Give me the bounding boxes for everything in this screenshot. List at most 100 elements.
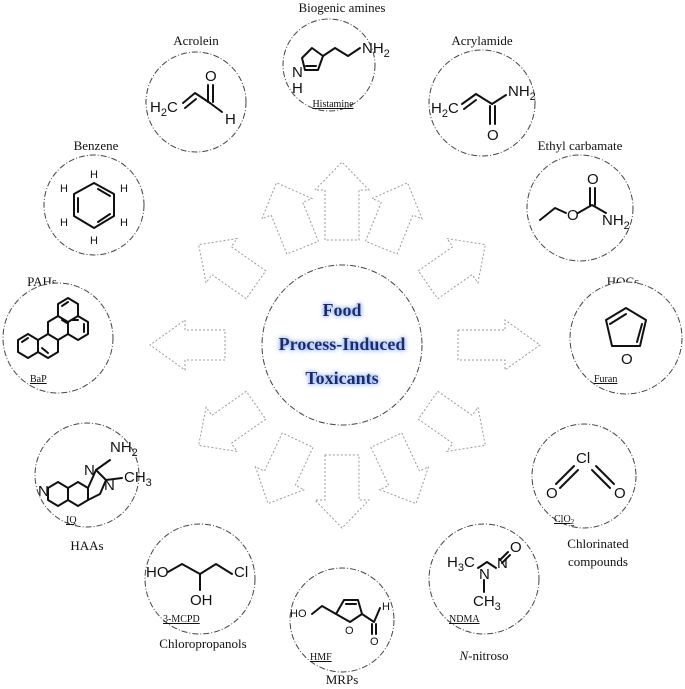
atom-oh: OH [190, 592, 213, 609]
node-pahs: PAHs BaP [2, 274, 114, 394]
node-circle [526, 154, 634, 262]
atom-n2: N [497, 555, 508, 572]
atom-ho: HO [290, 608, 307, 620]
benzene-structure: H H H H H H [60, 169, 128, 247]
class-label: Ethyl carbamate [538, 138, 623, 153]
atom-o2: O [614, 485, 626, 502]
class-label: N-nitroso [458, 648, 508, 663]
atom-nh2: NH2 [362, 40, 390, 60]
node-circle [289, 567, 395, 673]
example-label: NDMA [449, 614, 480, 625]
node-circle [569, 281, 683, 395]
example-label: IQ [66, 515, 77, 526]
center-title-line3: Toxicants [305, 368, 378, 388]
atom-h-lr: H [120, 217, 128, 229]
atom-ho: HO [146, 564, 169, 581]
center-title-line1: Food [322, 300, 361, 320]
atom-h-top: H [90, 169, 98, 181]
atom-o: O [487, 127, 499, 144]
atom-cl: Cl [576, 450, 590, 467]
example-label: Histamine [312, 99, 354, 110]
center-circle [261, 264, 423, 426]
node-haas: NH2 N N N CH3 IQ HAAs [34, 422, 152, 553]
atom-nh2: NH2 [602, 212, 630, 232]
atom-h: H [292, 80, 303, 97]
atom-cl: Cl [234, 564, 248, 581]
atom-o: O [621, 351, 633, 368]
node-ethyl-carbamate: Ethyl carbamate O O NH2 [526, 138, 634, 262]
atom-ch3: CH3 [124, 469, 152, 489]
atom-n1: N [84, 462, 95, 479]
arrow-down-left-1 [370, 432, 430, 505]
atom-h: H [382, 601, 390, 613]
node-acrolein: Acrolein H2C O H [145, 33, 247, 153]
center-title-line2: Process-Induced [279, 334, 406, 354]
class-label: HAAs [70, 538, 103, 553]
node-biogenic-amines: Biogenic amines NH2 N H Histamine [282, 0, 390, 112]
class-label-line1: Chlorinated [567, 536, 629, 551]
atom-n3: N [38, 483, 49, 500]
atom-o1: O [546, 485, 558, 502]
arrow-up-left-2 [417, 237, 486, 300]
arrows [149, 161, 541, 529]
furan-structure: O [605, 307, 647, 368]
acrylamide-structure: H2C NH2 O [431, 83, 536, 144]
node-benzene: Benzene H H H H H H [43, 138, 145, 256]
atom-h-ur: H [120, 183, 128, 195]
atom-n: N [292, 64, 303, 81]
arrow-up-right-2 [198, 237, 267, 300]
example-label: 3-MCPD [163, 614, 200, 625]
node-circle [282, 18, 376, 112]
node-circle [43, 154, 145, 256]
class-label: Biogenic amines [298, 0, 385, 15]
atom-h-bottom: H [90, 235, 98, 247]
atom-o: O [205, 68, 217, 85]
atom-o2: O [587, 171, 599, 188]
atom-o-ald: O [370, 636, 379, 648]
class-label: Chloropropanols [159, 636, 246, 651]
atom-h-ll: H [60, 217, 68, 229]
example-label: ClO2 [554, 514, 575, 526]
atom-n1: N [479, 566, 490, 583]
arrow-up [313, 161, 371, 241]
atom-ch3: CH3 [473, 593, 501, 613]
center-node: Food Process-Induced Toxicants [261, 264, 423, 426]
node-acrylamide: Acrylamide H2C NH2 O [428, 33, 536, 157]
hmf-structure: HO O O H [290, 599, 390, 648]
atom-nh2: NH2 [508, 83, 536, 103]
arrow-down-right-2 [198, 390, 267, 453]
arrow-down-right-1 [254, 432, 314, 505]
clo2-structure: Cl O O [546, 450, 626, 502]
atom-h2c: H2C [431, 100, 459, 120]
iq-structure: NH2 N N N CH3 [38, 439, 152, 507]
histamine-structure: NH2 N H [292, 40, 390, 97]
atom-n2: N [104, 477, 115, 494]
arrow-down-left-2 [417, 390, 486, 453]
atom-h: H [225, 111, 236, 128]
class-label: Benzene [74, 138, 119, 153]
ndma-structure: H3C N N O CH3 [447, 539, 522, 613]
node-chloropropanols: HO OH Cl 3-MCPD Chloropropanols [144, 523, 256, 651]
atom-o1: O [567, 207, 579, 224]
node-circle [2, 282, 114, 394]
arrow-right [457, 319, 541, 371]
3mcpd-structure: HO OH Cl [146, 563, 248, 609]
arrow-left [149, 319, 226, 371]
node-mrps: HO O O H HMF MRPs [289, 567, 395, 687]
arrow-up-right-1 [260, 182, 320, 255]
example-label: HMF [310, 652, 332, 663]
atom-o-ring: O [345, 625, 354, 637]
atom-h2c: H2C [150, 99, 178, 119]
node-circle [428, 49, 536, 157]
example-label: BaP [30, 374, 47, 385]
ethyl-carbamate-structure: O O NH2 [539, 171, 630, 232]
class-label: MRPs [326, 672, 359, 687]
atom-o: O [510, 539, 522, 556]
class-label-line2: compounds [568, 554, 628, 569]
node-n-nitroso: H3C N N O CH3 NDMA N-nitroso [428, 523, 540, 663]
atom-h3c: H3C [447, 554, 475, 574]
atom-nh2: NH2 [110, 439, 138, 459]
node-circle [34, 422, 140, 528]
